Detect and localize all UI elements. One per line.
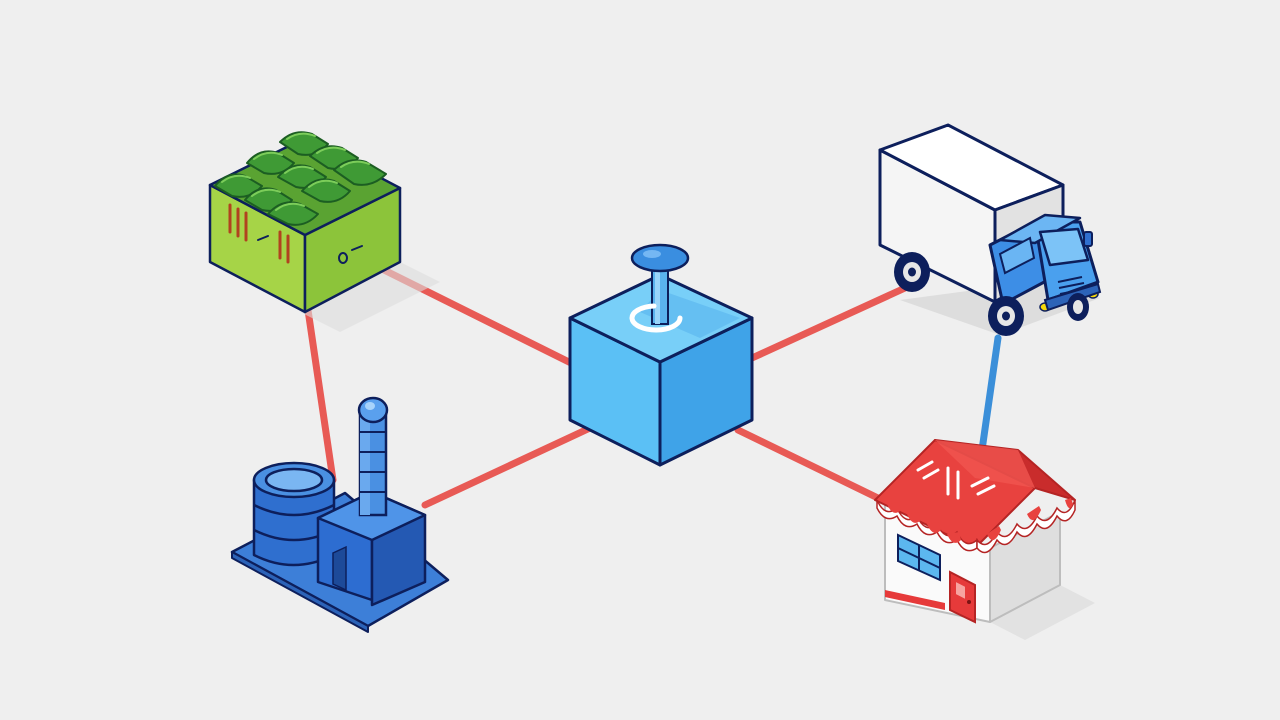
retail-store-icon: [874, 439, 1095, 640]
truck-wheel: [894, 252, 930, 292]
truck-wheel: [1067, 293, 1089, 321]
edge-farm-factory: [304, 306, 337, 484]
edge-hub-truck: [748, 284, 909, 362]
factory-icon: [230, 396, 450, 633]
truck-wheel: [988, 296, 1024, 336]
blockchain-cube-icon: [568, 243, 754, 467]
edge-truck-store: [978, 334, 1002, 454]
edge-factory-hub: [421, 424, 594, 509]
connector-lines: [304, 264, 1002, 509]
edge-hub-store: [734, 426, 886, 504]
farm-field-icon: [208, 131, 440, 332]
delivery-truck-icon: [878, 123, 1102, 336]
